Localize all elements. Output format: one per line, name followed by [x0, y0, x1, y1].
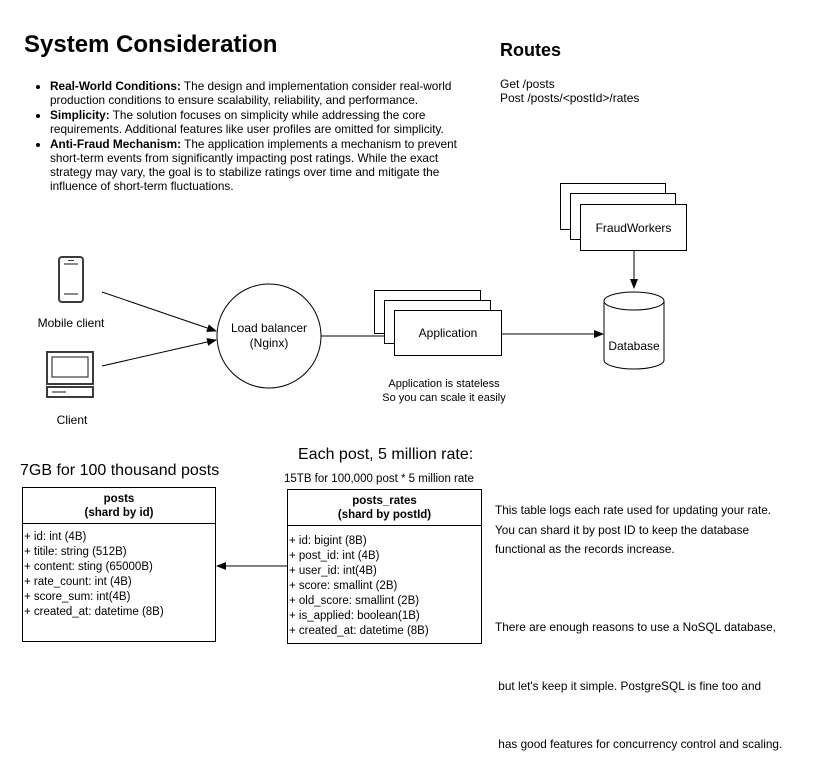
rates-table-header: posts_rates (shard by postId) [288, 490, 481, 526]
note-line: You can shard it by post ID to keep the … [495, 522, 750, 537]
table-field: + content: sting (65000B) [24, 561, 153, 573]
rates-table-note: This table logs each rate used for updat… [495, 501, 805, 560]
load-balancer-label: Load balancer (Nginx) [217, 316, 321, 356]
consideration-text: The design and implementation consider r… [50, 79, 452, 107]
posts-table-name: posts [103, 493, 135, 505]
table-field: + titile: string (512B) [24, 546, 127, 558]
route-item: Post /posts/<postId>/rates [500, 91, 640, 105]
load-balancer-tech: (Nginx) [249, 336, 289, 350]
client-to-lb-arrow [101, 338, 217, 367]
load-balancer-node [216, 283, 322, 389]
posts-table-header: posts (shard by id) [23, 488, 215, 524]
considerations-list: Real-World Conditions: The design and im… [34, 79, 475, 194]
consideration-text: The application implements a mechanism t… [50, 137, 457, 193]
consideration-label: Real-World Conditions: [50, 79, 181, 93]
desktop-computer-icon [46, 351, 94, 398]
table-field: + rate_count: int (4B) [24, 576, 132, 588]
application-note-line: So you can scale it easily [382, 392, 506, 404]
page-title: System Consideration [24, 31, 278, 58]
diagram-connectors [46, 251, 665, 570]
posts-table: posts (shard by id) + id: int (4B) + tit… [22, 487, 216, 642]
note-line: has good features for concurrency contro… [495, 737, 783, 751]
load-balancer-name: Load balancer [230, 321, 308, 335]
consideration-item: Real-World Conditions: The design and im… [50, 79, 475, 107]
table-field: + id: bigint (8B) [289, 535, 367, 547]
client-label: Client [56, 413, 88, 427]
rates-table-heading: Each post, 5 million rate: [298, 446, 474, 463]
fraud-workers-label: FraudWorkers [595, 220, 672, 235]
table-field: + old_score: smallint (2B) [289, 595, 420, 607]
rates-table-caption: 15TB for 100,000 post * 5 million rate [284, 473, 474, 485]
routes-list: Get /posts Post /posts/<postId>/rates [500, 77, 639, 105]
posts-table-caption: 7GB for 100 thousand posts [20, 462, 220, 479]
table-field: + score_sum: int(4B) [24, 591, 131, 603]
rates-table-name: posts_rates [352, 495, 417, 507]
table-field: + user_id: int(4B) [289, 565, 377, 577]
application-note-line: Application is stateless [388, 378, 500, 390]
consideration-item: Anti-Fraud Mechanism: The application im… [50, 137, 475, 193]
table-field: + id: int (4B) [24, 531, 87, 543]
fraud-workers-instance [580, 204, 687, 251]
application-note: Application is stateless So you can scal… [366, 377, 522, 405]
application-instance [394, 310, 502, 356]
route-item: Get /posts [500, 77, 555, 91]
table-field: + post_id: int (4B) [289, 550, 380, 562]
table-field: + is_applied: boolean(1B) [289, 610, 420, 622]
mobile-phone-icon [58, 256, 84, 303]
note-line: but let's keep it simple. PostgreSQL is … [495, 678, 762, 693]
database-choice-note: There are enough reasons to use a NoSQL … [495, 579, 805, 774]
table-field: + created_at: datetime (8B) [24, 606, 164, 618]
consideration-item: Simplicity: The solution focuses on simp… [50, 108, 475, 136]
application-label: Application [418, 326, 478, 340]
table-field: + created_at: datetime (8B) [289, 625, 429, 637]
note-line: This table logs each rate used for updat… [495, 503, 772, 517]
posts-table-shard: (shard by id) [84, 507, 154, 519]
mobile-to-lb-arrow [101, 291, 217, 332]
consideration-text: The solution focuses on simplicity while… [50, 108, 444, 136]
rates-table-shard: (shard by postId) [337, 509, 432, 521]
table-field: + score: smallint (2B) [289, 580, 398, 592]
database-label: Database [608, 339, 660, 353]
mobile-client-label: Mobile client [37, 316, 105, 330]
database-cylinder [603, 291, 665, 370]
consideration-label: Anti-Fraud Mechanism: [50, 137, 182, 151]
posts-rates-table: posts_rates (shard by postId) + id: bigi… [287, 489, 482, 644]
note-line: There are enough reasons to use a NoSQL … [495, 620, 776, 634]
rates-table-fields: + id: bigint (8B) + post_id: int (4B) + … [288, 526, 481, 639]
posts-table-fields: + id: int (4B) + titile: string (512B) +… [23, 524, 215, 620]
consideration-label: Simplicity: [50, 108, 110, 122]
routes-heading: Routes [500, 40, 562, 60]
note-line: functional as the records increase. [495, 542, 675, 556]
